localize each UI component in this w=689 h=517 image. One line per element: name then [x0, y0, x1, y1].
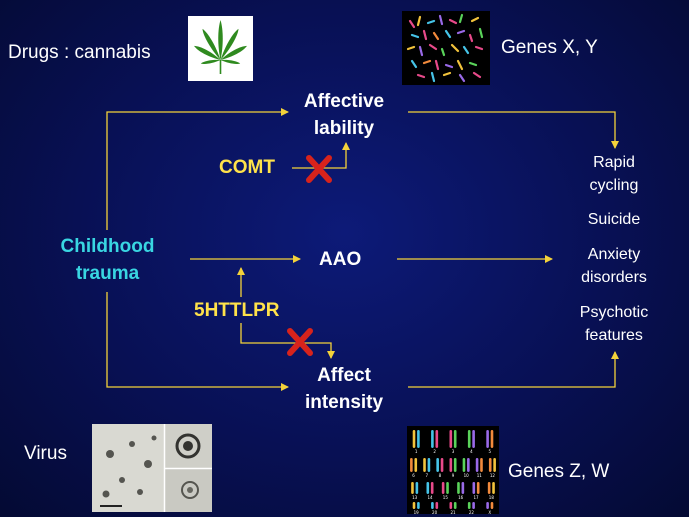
chromosome-mark	[486, 502, 489, 509]
node-comt: COMT	[219, 157, 275, 178]
chromosome-number-label: 21	[450, 510, 456, 514]
genes-zw-label: Genes Z, W	[508, 461, 610, 482]
red-cross-icon	[287, 328, 313, 356]
chromosome-mark	[449, 502, 453, 509]
chromosome-mark	[423, 458, 426, 472]
cannabis-leaf-icon	[188, 16, 253, 81]
chromosome-mark	[440, 458, 444, 472]
node-childhood-trauma: Childhood trauma	[60, 236, 155, 284]
arrow-httlpr-to-intensity	[240, 323, 335, 359]
chromosome-mark	[412, 430, 416, 448]
chromosome-number-label: 22	[469, 510, 475, 514]
chromosome-number-label: 6	[412, 473, 415, 478]
chromosome-mark	[487, 482, 491, 494]
virus-label: Virus	[24, 443, 67, 464]
drugs-cannabis-label: Drugs : cannabis	[8, 42, 151, 63]
chromosome-mark	[476, 482, 480, 494]
chromosome-mark	[435, 502, 439, 509]
chromosome-number-label: 18	[489, 495, 495, 500]
chromosome-number-label: X	[488, 510, 491, 514]
chromosome-mark	[462, 458, 466, 472]
chromosome-mark	[493, 458, 496, 472]
chromosome-mark	[490, 430, 494, 448]
chromosome-number-label: 13	[412, 495, 418, 500]
chromosome-number-label: 17	[473, 495, 479, 500]
chromosome-mark	[417, 430, 420, 448]
chromosome-mark	[457, 482, 460, 494]
arrow-trauma-to-lability	[106, 108, 289, 230]
chromosome-mark	[467, 502, 471, 509]
chromosome-mark	[412, 502, 416, 509]
chromosome-mark	[453, 430, 457, 448]
chromosome-mark	[441, 482, 445, 494]
arrow-lability-to-outcomes	[408, 111, 619, 149]
chromosome-mark	[417, 502, 420, 509]
node-5httlpr: 5HTTLPR	[194, 300, 280, 321]
chromosome-mark	[453, 502, 457, 509]
chromosome-mark	[467, 430, 471, 448]
chromosome-number-label: 20	[432, 510, 438, 514]
red-cross-icon	[306, 155, 332, 183]
chromosome-mark	[435, 430, 439, 448]
chromosome-mark	[415, 482, 419, 494]
chromosome-mark	[431, 502, 434, 509]
chromosome-number-label: 5	[489, 449, 492, 454]
chromosome-number-label: 1	[415, 449, 418, 454]
chromosome-number-label: 9	[452, 473, 455, 478]
chromosome-mark	[472, 482, 476, 494]
chromosome-mark	[490, 502, 494, 509]
chromosome-mark	[488, 458, 492, 472]
chromosome-mark	[426, 482, 430, 494]
chromosome-number-label: 19	[414, 510, 420, 514]
outcome-psychotic-features: Psychotic features	[579, 304, 649, 344]
chromosome-mark	[472, 430, 475, 448]
chromosome-mark	[492, 482, 495, 494]
outcome-rapid-cycling: Rapid cycling	[589, 154, 639, 194]
chromosome-number-label: 14	[427, 495, 433, 500]
chromosome-mark	[486, 430, 489, 448]
chromosome-mark	[449, 430, 453, 448]
node-aao: AAO	[319, 249, 362, 270]
chromosome-number-label: 8	[439, 473, 442, 478]
genes-xy-label: Genes X, Y	[501, 37, 598, 58]
chromosome-mark	[453, 458, 457, 472]
chromosome-number-label: 11	[477, 473, 483, 478]
chromosome-mark	[430, 482, 434, 494]
chromosome-mark	[467, 458, 470, 472]
chromosome-mark	[411, 482, 414, 494]
chromosome-number-label: 7	[425, 473, 428, 478]
chromosome-number-label: 3	[452, 449, 455, 454]
node-affective-lability: Affective lability	[303, 91, 385, 139]
arrow-trauma-to-intensity	[106, 292, 289, 391]
chromosome-number-label: 10	[464, 473, 470, 478]
outcome-anxiety-disorders: Anxiety disorders	[581, 246, 647, 286]
chromosome-mark	[410, 458, 413, 472]
chromosome-mark	[472, 502, 475, 509]
chromosome-mark	[427, 458, 431, 472]
chromosome-mark	[475, 458, 479, 472]
node-affect-intensity: Affect intensity	[304, 365, 384, 413]
chromosome-mark	[431, 430, 434, 448]
chromosome-mark	[446, 482, 449, 494]
chromosome-number-label: 15	[443, 495, 449, 500]
arrow-intensity-to-outcomes	[408, 351, 619, 388]
chromosome-number-label: 16	[458, 495, 464, 500]
outcome-suicide: Suicide	[587, 211, 641, 228]
chromosome-number-label: 4	[470, 449, 473, 454]
chromosome-mark	[436, 458, 439, 472]
chromosome-spread-image	[402, 11, 490, 85]
chromosome-mark	[414, 458, 418, 472]
chromosome-number-label: 12	[490, 473, 496, 478]
chromosome-mark	[449, 458, 453, 472]
arrow-comt-to-lability	[292, 142, 350, 169]
virus-micrograph-image	[92, 424, 212, 512]
chromosome-mark	[480, 458, 483, 472]
chromosome-number-label: 2	[433, 449, 436, 454]
chromosome-mark	[461, 482, 465, 494]
